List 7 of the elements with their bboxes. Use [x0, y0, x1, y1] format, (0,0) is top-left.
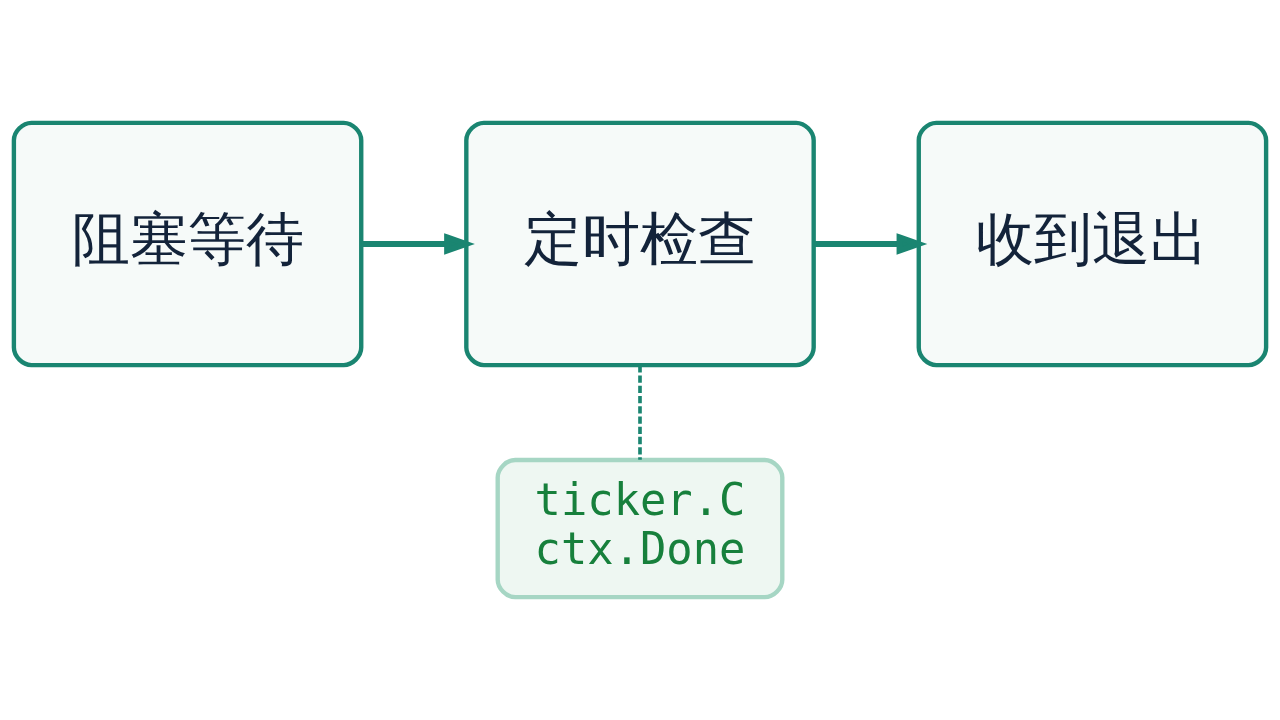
node-box: ticker.C ctx.Done	[495, 457, 785, 600]
connector	[638, 365, 642, 460]
node-box: 阻塞等待	[11, 120, 364, 368]
arrow	[814, 233, 928, 255]
node-box: 定时检查	[464, 120, 816, 368]
node-box: 收到退出	[916, 120, 1269, 368]
arrow	[361, 233, 475, 255]
